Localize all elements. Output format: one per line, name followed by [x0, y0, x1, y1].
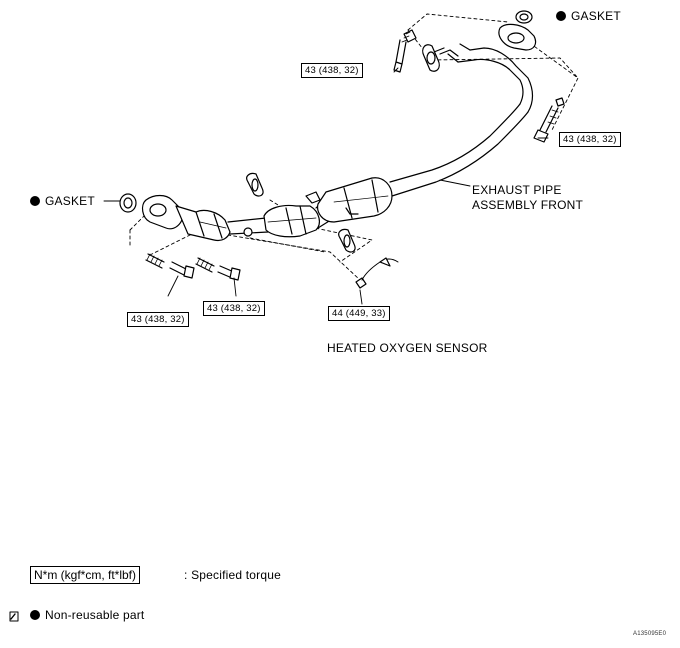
torque-unit-legend: N*m (kgf*cm, ft*lbf) — [30, 566, 141, 584]
torque-desc-legend: : Specified torque — [184, 568, 281, 582]
alignment-lines — [129, 13, 579, 281]
leader-lines — [103, 67, 549, 305]
torque-top-left: 43 (438, 32) — [301, 63, 363, 78]
nonreusable-legend: Non-reusable part — [30, 608, 144, 622]
gaskets — [119, 10, 533, 253]
gasket-top-text: GASKET — [571, 9, 621, 23]
gasket-top-label: GASKET — [556, 9, 621, 23]
oxygen-sensor — [355, 257, 399, 289]
torque-top-right: 43 (438, 32) — [559, 132, 621, 147]
nonreusable-dot-icon — [30, 196, 40, 206]
front-pipe-assembly — [141, 23, 537, 242]
exhaust-pipe-label: EXHAUST PIPE ASSEMBLY FRONT — [472, 183, 584, 212]
oxygen-sensor-label: HEATED OXYGEN SENSOR — [327, 341, 488, 355]
nonreusable-legend-icon — [9, 611, 19, 622]
nonreusable-legend-text: Non-reusable part — [45, 608, 145, 622]
gasket-left-label: GASKET — [30, 194, 95, 208]
torque-lower-left: 43 (438, 32) — [127, 312, 189, 327]
gasket-left-text: GASKET — [45, 194, 95, 208]
bolts — [145, 29, 565, 281]
nonreusable-dot-icon — [30, 610, 40, 620]
torque-lower-mid: 43 (438, 32) — [203, 301, 265, 316]
figure-code: A135095E0 — [633, 631, 667, 637]
torque-sensor: 44 (449, 33) — [328, 306, 390, 321]
nonreusable-dot-icon — [556, 11, 566, 21]
